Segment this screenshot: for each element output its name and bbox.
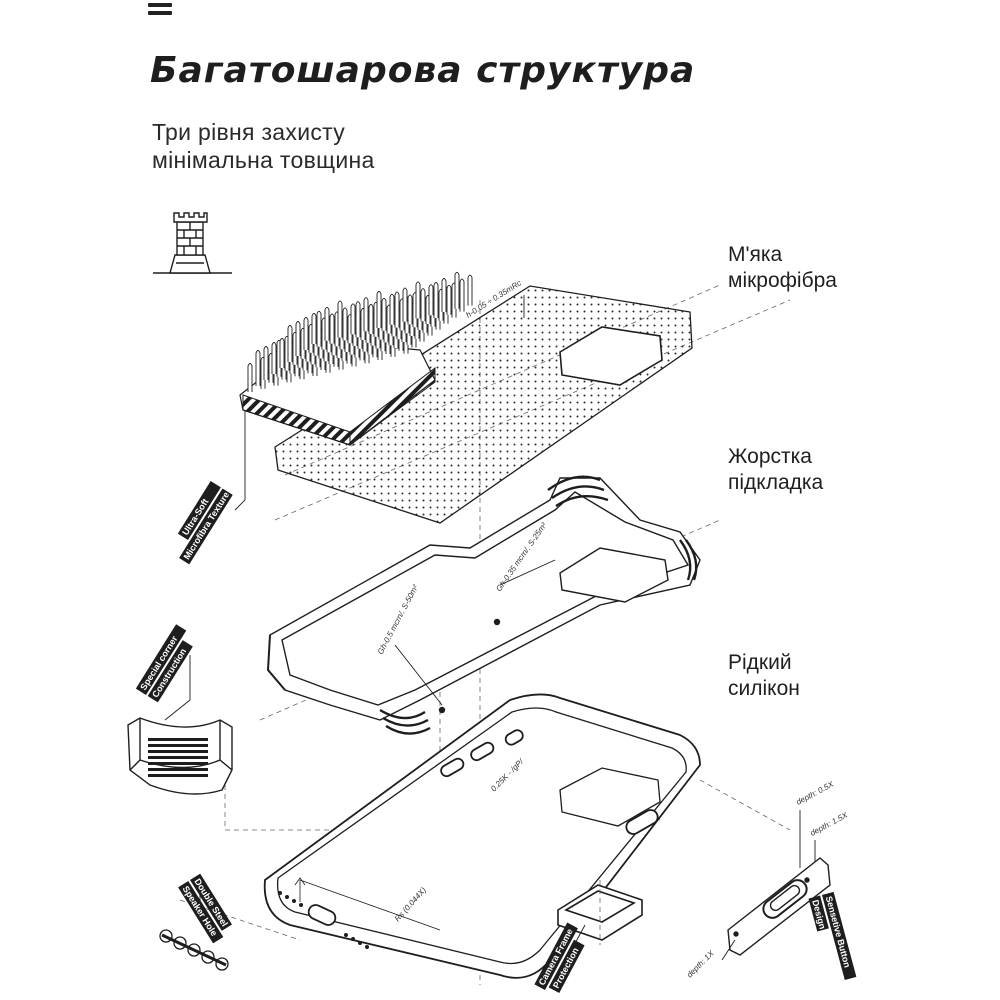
dimension-button-depth-3: depth: 1X <box>685 948 716 979</box>
layer-label-microfiber: М'яка мікрофібра <box>728 242 837 294</box>
page-subtitle: Три рівня захисту мінімальна товщина <box>152 118 375 174</box>
subtitle-line-1: Три рівня захисту <box>152 119 346 145</box>
layer-label-line: М'яка <box>728 243 783 266</box>
speaker-hole-plugs <box>159 929 229 971</box>
layer-label-line: силікон <box>728 677 800 700</box>
corner-detail <box>127 717 233 795</box>
page-title: Багатошарова структура <box>150 50 696 91</box>
layer-label-line: Рідкий <box>728 651 792 674</box>
castle-tower-icon <box>153 212 232 274</box>
layer-label-hard-layer: Жорстка підкладка <box>728 444 823 496</box>
button-detail <box>727 857 831 956</box>
layer-label-silicone: Рідкий силікон <box>728 650 800 702</box>
hard-layer <box>266 475 701 735</box>
callout-button-line-1: Sensetive Button <box>824 895 853 969</box>
dimension-button-depth-2: depth: 1.5X <box>809 810 850 837</box>
subtitle-line-2: мінімальна товщина <box>152 147 375 173</box>
layer-label-line: Жорстка <box>728 445 812 468</box>
microfiber-fibers <box>247 271 473 392</box>
microfiber-layer <box>239 285 693 524</box>
layer-label-line: підкладка <box>728 471 824 494</box>
camera-frame <box>557 880 643 945</box>
callout-button: Sensetive Button Design <box>808 891 857 981</box>
leader-lines <box>164 295 816 961</box>
callout-corner: Special corner Construction <box>135 624 193 703</box>
dimension-button-depth-1: depth: 0.5X <box>795 779 836 806</box>
callout-microfiber: Ultra-Soft Microfibra Texture <box>177 481 233 565</box>
silicone-layer <box>263 693 701 979</box>
layer-label-line: мікрофібра <box>728 269 837 292</box>
hamburger-menu-icon[interactable] <box>148 3 172 23</box>
